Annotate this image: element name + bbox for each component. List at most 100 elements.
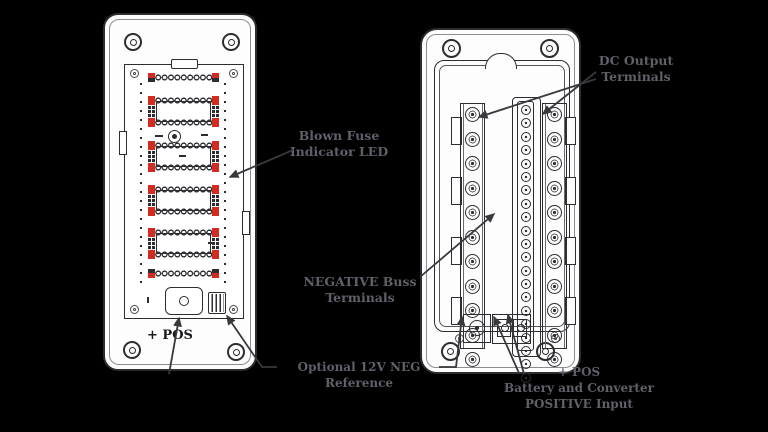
fuse-row [148,269,219,278]
fuse-clips [155,250,212,259]
positive-stud-plate [165,287,203,315]
board-top-tab [171,59,198,69]
bus-dot-icon [520,171,531,182]
blown-fuse-led-icon [148,163,155,172]
fuse-clips [155,96,212,105]
blown-fuse-led-icon [148,207,155,216]
bus-dot-icon [520,372,531,383]
label-pos-input: + POS Battery and Converter POSITIVE Inp… [504,364,654,412]
col-screw-icon [547,278,562,294]
col-screw-icon [547,131,562,147]
fuse-contact-grid [148,237,155,250]
neg-reference-terminal-plate [463,314,491,343]
bus-dot-icon [520,145,531,156]
bus-dot-icon [520,265,531,276]
bus-dot-icon [520,292,531,303]
col-screw-icon [465,180,480,196]
fuse-contact-grid [148,194,155,207]
dc-output-terminal-column-right [542,103,567,367]
blown-fuse-led-icon [212,207,219,216]
corner-screw-icon [442,39,461,58]
col-screw-icon [547,107,562,122]
fuse-block [148,228,219,259]
dc-output-terminal-column-left [460,103,485,367]
bus-dot-icon [520,198,531,209]
fuse-contact-grid [212,150,219,163]
label-line: POSITIVE Input [525,397,633,411]
bus-dot-icon [520,225,531,236]
fuse-panel-front [103,13,257,371]
bus-dot-icon [520,305,531,316]
blown-fuse-led-icon [148,73,155,82]
label-line: Battery and Converter [504,381,654,395]
board-screw-icon [130,305,139,314]
col-screw-icon [547,303,562,318]
label-line: Indicator LED [289,143,389,159]
label-negative-buss: NEGATIVE Buss Terminals [298,274,422,305]
fuse-block [148,96,219,127]
fuse-clips [155,269,212,278]
label-line: Terminals [325,289,395,305]
fuse-clips [155,228,212,237]
neg-reference-terminal-icon [469,320,485,336]
bus-dot-icon [520,185,531,196]
label-line: Blown Fuse [298,128,380,143]
board-screw-icon [229,69,238,78]
blown-fuse-led-icon [212,250,219,259]
label-optional-neg: Optional 12V NEG Reference [297,360,421,390]
blown-fuse-led-icon [212,141,219,150]
fuse-contact-grid [212,237,219,250]
bus-dot-icon [520,279,531,290]
corner-screw-icon [441,342,460,361]
fuse-clips [155,163,212,172]
fuse-board [119,59,250,319]
col-screw-icon [465,278,480,294]
positive-input-block [492,314,531,344]
blown-fuse-led-icon [212,118,219,127]
fuse-contact-grid [148,105,155,118]
terminal-bay [434,60,576,383]
fuse-contact-grid [148,150,155,163]
neg-reference-jumper [208,292,226,314]
testpoint-dots [224,83,226,283]
positive-input-terminal-icon [513,319,527,337]
corner-screw-icon [222,33,240,51]
label-blown-fuse: Blown Fuse Indicator LED [283,128,395,159]
fuse-clips [155,118,212,127]
label-line: DC Output [598,53,674,68]
board-screw-icon [229,305,238,314]
fuse-clips [155,141,212,150]
board-tick [147,297,149,303]
col-screw-icon [465,156,480,171]
col-screw-icon [547,352,562,367]
bus-dot-icon [520,238,531,249]
polarity-dash [179,155,186,157]
blown-fuse-led-icon [212,185,219,194]
bus-dot-icon [520,131,531,142]
col-screw-icon [465,254,480,269]
col-screw-icon [547,205,562,220]
col-screw-icon [547,327,562,343]
col-screw-icon [547,229,562,245]
board-notch [242,211,250,235]
blown-fuse-led-icon [148,250,155,259]
bus-dot-icon [520,252,531,263]
corner-screw-icon [124,33,142,51]
fuse-contact-grid [212,194,219,207]
col-screw-icon [547,156,562,171]
label-line: NEGATIVE Buss [303,274,417,289]
blown-fuse-led-icon [212,73,219,82]
fuse-clips [155,73,212,82]
blown-fuse-led-icon [148,96,155,105]
label-line: Terminals [601,68,671,84]
corner-screw-icon [227,343,245,361]
fuse-contact-grid [212,105,219,118]
bus-dot-icon [520,212,531,223]
board-notch [119,131,127,155]
col-screw-icon [465,107,480,122]
blown-fuse-led-icon [212,269,219,278]
blown-fuse-led-icon [148,269,155,278]
blown-fuse-led-icon [148,118,155,127]
board-screw-icon [130,69,139,78]
